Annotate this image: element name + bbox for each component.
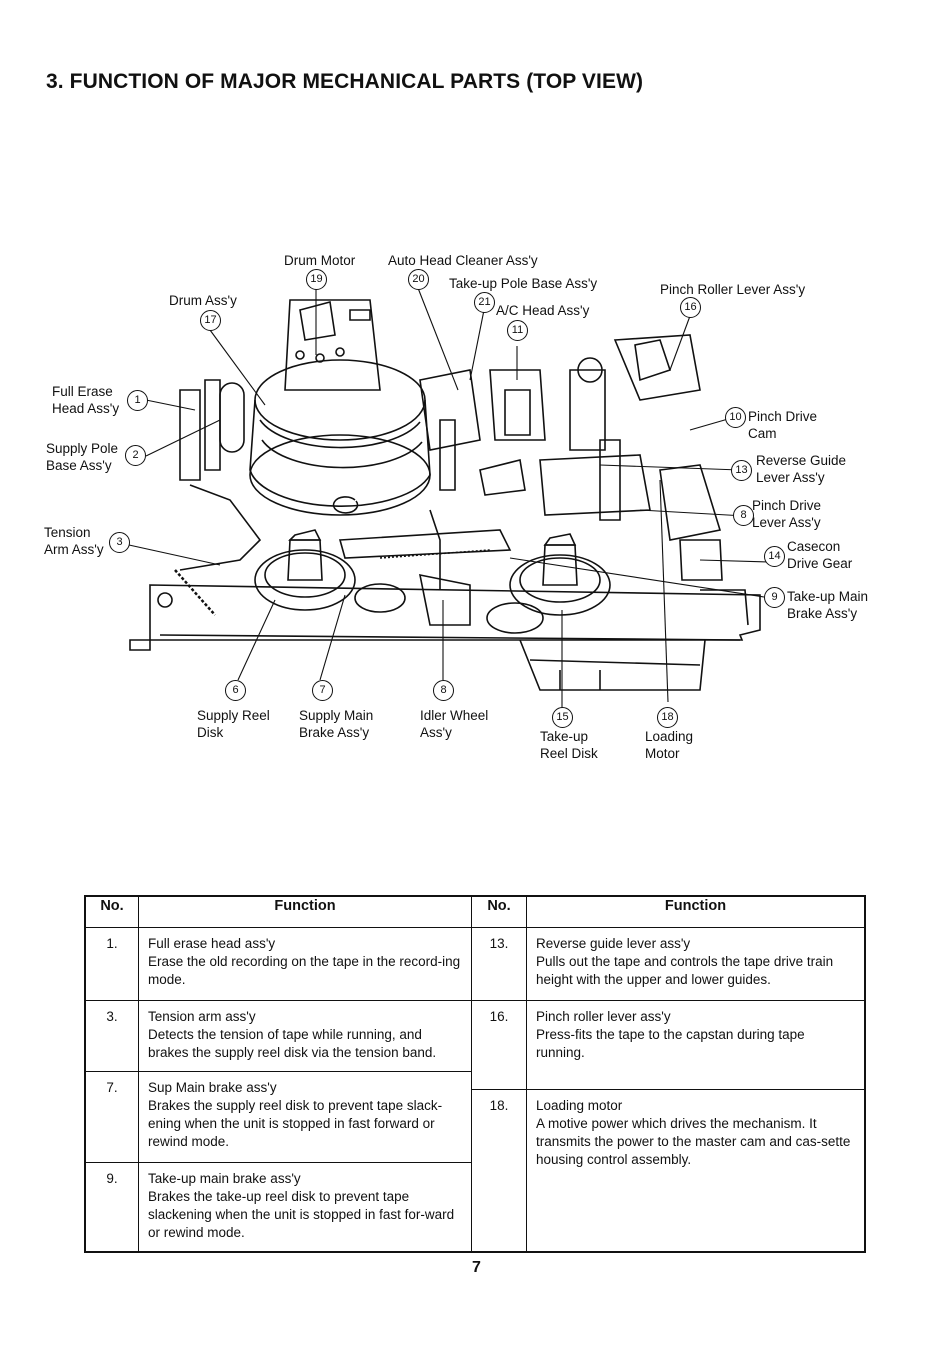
part-description: Brakes the take-up reel disk to prevent … — [148, 1189, 455, 1240]
row-function: Full erase head ass'y Erase the old reco… — [138, 927, 472, 1001]
col-header-function-right: Function — [526, 895, 866, 928]
part-name: Loading motor — [536, 1098, 623, 1113]
callout-2: 2 — [125, 445, 146, 466]
label-pinch-drive-lever: Pinch Drive Lever Ass'y — [752, 498, 822, 530]
part-description: Brakes the supply reel disk to prevent t… — [148, 1098, 443, 1149]
part-description: Press-fits the tape to the capstan durin… — [536, 1027, 805, 1060]
row-no: 1. — [84, 927, 139, 1001]
pinch-roller-lever — [613, 334, 701, 401]
col-header-no-left: No. — [84, 895, 139, 928]
callout-8: 8 — [733, 505, 754, 526]
callout-21: 21 — [474, 292, 495, 313]
callout-8b: 8 — [433, 680, 454, 701]
table-row: 18. Loading motor A motive power which d… — [85, 1089, 866, 1253]
callout-17: 17 — [200, 310, 221, 331]
callout-19: 19 — [306, 269, 327, 290]
label-idler-wheel: Idler Wheel Ass'y — [420, 708, 489, 740]
row-function: Take-up main brake ass'y Brakes the take… — [138, 1162, 472, 1253]
part-description: A motive power which drives the mechanis… — [536, 1116, 851, 1167]
row-function: Sup Main brake ass'y Brakes the supply r… — [138, 1071, 472, 1163]
row-function: Tension arm ass'y Detects the tension of… — [138, 1000, 472, 1072]
takeup-reel-disk — [509, 554, 611, 616]
drum-motor — [284, 299, 381, 391]
callout-10: 10 — [725, 407, 746, 428]
part-description: Pulls out the tape and controls the tape… — [536, 954, 834, 987]
table-header-row: No. Function No. Function — [84, 895, 866, 928]
callout-7: 7 — [312, 680, 333, 701]
label-full-erase-head: Full Erase Head Ass'y — [52, 384, 120, 416]
row-no: 18. — [471, 1089, 527, 1253]
callout-18: 18 — [657, 707, 678, 728]
row-no: 9. — [84, 1162, 139, 1253]
label-supply-main-brake: Supply Main Brake Ass'y — [299, 708, 374, 740]
label-takeup-reel-disk: Take-up Reel Disk — [540, 729, 598, 761]
callout-6: 6 — [225, 680, 246, 701]
callout-20: 20 — [408, 269, 429, 290]
callout-9: 9 — [764, 587, 785, 608]
part-description: Detects the tension of tape while runnin… — [148, 1027, 437, 1060]
callout-15: 15 — [552, 707, 573, 728]
callout-14: 14 — [764, 546, 785, 567]
part-name: Reverse guide lever ass'y — [536, 936, 691, 951]
page-title: 3. FUNCTION OF MAJOR MECHANICAL PARTS (T… — [46, 70, 644, 93]
table-row: 1. Full erase head ass'y Erase the old r… — [84, 927, 866, 1001]
function-table: No. Function No. Function 1. Full erase … — [84, 895, 866, 1253]
col-header-function-left: Function — [138, 895, 472, 928]
col-header-no-right: No. — [471, 895, 527, 928]
chassis-plate — [149, 584, 761, 641]
row-no: 13. — [471, 927, 527, 1001]
table-row: 7. Sup Main brake ass'y Brakes the suppl… — [84, 1071, 865, 1163]
part-name: Take-up main brake ass'y — [148, 1171, 301, 1186]
mechanism-diagram: 19 20 21 11 16 17 1 2 3 10 13 8 14 9 6 7… — [0, 240, 950, 780]
label-drum-motor: Drum Motor — [284, 253, 356, 268]
row-function: Reverse guide lever ass'y Pulls out the … — [526, 927, 866, 1001]
label-supply-pole-base: Supply Pole Base Ass'y — [46, 441, 119, 473]
drum-top — [254, 359, 426, 441]
label-reverse-guide-lever: Reverse Guide Lever Ass'y — [756, 453, 847, 485]
table-row: 9. Take-up main brake ass'y Brakes the t… — [84, 1162, 865, 1253]
label-takeup-main-brake: Take-up Main Brake Ass'y — [787, 589, 869, 621]
ac-head — [489, 369, 546, 441]
label-drum-assy: Drum Ass'y — [169, 293, 237, 308]
part-name: Sup Main brake ass'y — [148, 1080, 277, 1095]
row-no: 16. — [471, 1000, 527, 1090]
callout-13: 13 — [731, 460, 752, 481]
label-loading-motor: Loading Motor — [645, 729, 694, 761]
supply-reel-disk — [254, 549, 356, 611]
label-auto-head-cleaner: Auto Head Cleaner Ass'y — [388, 253, 538, 268]
part-name: Pinch roller lever ass'y — [536, 1009, 671, 1024]
part-name: Full erase head ass'y — [148, 936, 276, 951]
label-ac-head: A/C Head Ass'y — [496, 303, 590, 318]
label-supply-reel-disk: Supply Reel Disk — [197, 708, 270, 740]
label-casecon-drive-gear: Casecon Drive Gear — [787, 539, 853, 571]
table-row: 16. Pinch roller lever ass'y Press-fits … — [85, 1000, 866, 1090]
row-function: Loading motor A motive power which drive… — [526, 1089, 866, 1253]
part-name: Tension arm ass'y — [148, 1009, 256, 1024]
row-function: Pinch roller lever ass'y Press-fits the … — [526, 1000, 866, 1090]
label-pinch-drive-cam: Pinch Drive Cam — [748, 409, 818, 441]
label-takeup-pole-base: Take-up Pole Base Ass'y — [449, 276, 598, 291]
mechanism-drawing — [128, 287, 771, 710]
row-no: 3. — [84, 1000, 139, 1072]
callout-3: 3 — [109, 532, 130, 553]
callout-1: 1 — [127, 390, 148, 411]
page-number: 7 — [472, 1259, 481, 1276]
label-pinch-roller-lever: Pinch Roller Lever Ass'y — [660, 282, 806, 297]
callout-11: 11 — [507, 320, 528, 341]
part-description: Erase the old recording on the tape in t… — [148, 954, 461, 987]
callout-16: 16 — [680, 297, 701, 318]
label-tension-arm: Tension Arm Ass'y — [44, 525, 104, 557]
row-no: 7. — [84, 1071, 139, 1163]
